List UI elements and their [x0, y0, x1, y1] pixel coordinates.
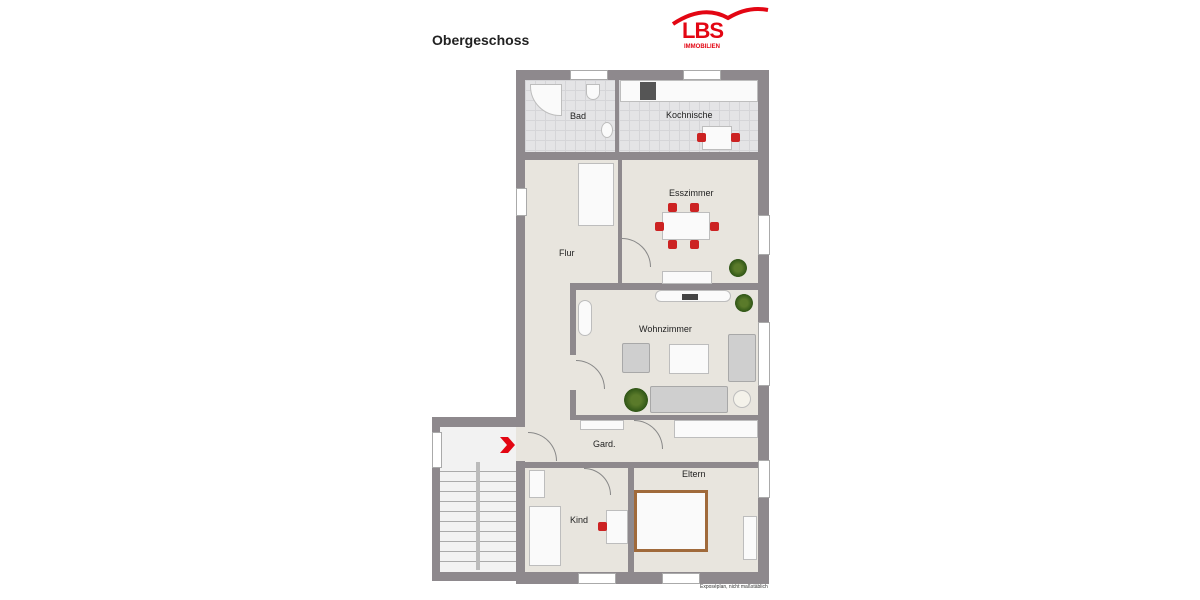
label-bad: Bad	[570, 111, 587, 121]
logo-text: LBS	[682, 18, 724, 43]
dining-table	[662, 212, 710, 240]
entrance-arrow-icon	[500, 437, 515, 453]
floor-title: Obergeschoss	[432, 32, 530, 48]
wardrobe	[578, 163, 614, 226]
armchair	[622, 343, 650, 373]
coffee-table	[669, 344, 709, 374]
sink	[601, 122, 613, 138]
label-eltern: Eltern	[682, 469, 706, 479]
label-esszimmer: Esszimmer	[669, 188, 714, 198]
label-garderobe: Gard.	[593, 439, 616, 449]
toilet	[586, 84, 600, 100]
logo-swoosh-icon	[671, 7, 769, 26]
sofa	[650, 386, 728, 413]
label-kochnische: Kochnische	[666, 110, 713, 120]
footnote: Exposéplan, nicht maßstäblich	[700, 584, 768, 590]
label-flur: Flur	[559, 248, 575, 258]
label-wohnzimmer: Wohnzimmer	[639, 324, 692, 334]
bed	[634, 490, 708, 552]
logo-subtext: IMMOBILIEN	[684, 44, 720, 50]
lbs-logo: LBS IMMOBILIEN	[668, 4, 772, 52]
label-kind: Kind	[570, 515, 589, 525]
